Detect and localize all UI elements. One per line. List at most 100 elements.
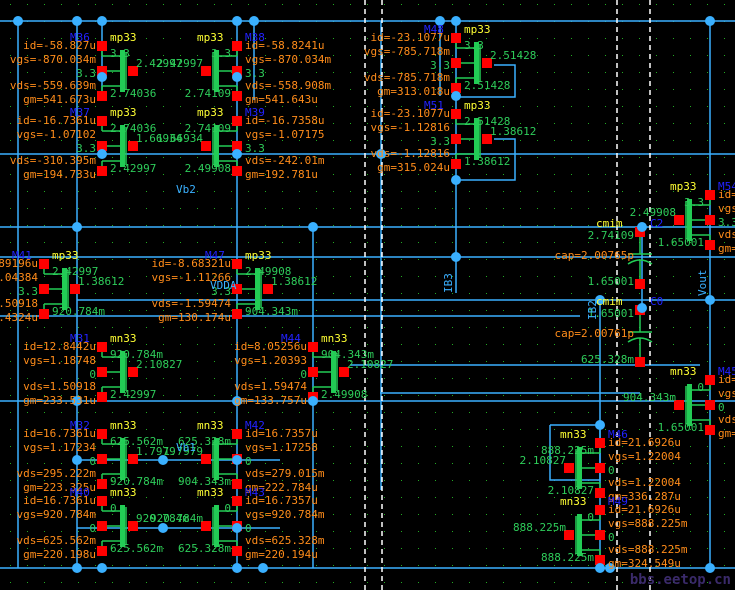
pin[interactable]: [39, 309, 49, 319]
pin[interactable]: [128, 367, 138, 377]
junction: [376, 149, 386, 159]
pin[interactable]: [564, 463, 574, 473]
pin[interactable]: [339, 367, 349, 377]
pin[interactable]: [97, 429, 107, 439]
pin[interactable]: [232, 479, 242, 489]
pin[interactable]: [674, 400, 684, 410]
pin[interactable]: [705, 190, 715, 200]
pin[interactable]: [595, 555, 605, 565]
instance-name: M51: [424, 99, 444, 112]
pin[interactable]: [39, 284, 49, 294]
pin[interactable]: [97, 496, 107, 506]
pin[interactable]: [201, 141, 211, 151]
pin[interactable]: [482, 58, 492, 68]
node-voltage: 2.10827: [519, 454, 566, 467]
cell-name: mn33: [560, 495, 587, 508]
junction: [232, 563, 242, 573]
transistor-M51[interactable]: [455, 114, 481, 164]
pin[interactable]: [128, 141, 138, 151]
pin[interactable]: [128, 521, 138, 531]
node-voltage: 2.49908: [321, 388, 368, 401]
node-voltage: 2.42997: [52, 265, 99, 278]
net-label-vb1: Vb1: [176, 441, 196, 454]
pin[interactable]: [201, 454, 211, 464]
pin[interactable]: [39, 259, 49, 269]
pin[interactable]: [232, 41, 242, 51]
pin[interactable]: [232, 116, 242, 126]
pin[interactable]: [595, 463, 605, 473]
pin[interactable]: [232, 166, 242, 176]
pin[interactable]: [201, 66, 211, 76]
pin[interactable]: [97, 546, 107, 556]
pin[interactable]: [232, 259, 242, 269]
pin[interactable]: [232, 496, 242, 506]
node-voltage: 2.74036: [110, 122, 157, 135]
pin[interactable]: [232, 429, 242, 439]
pin[interactable]: [705, 215, 715, 225]
pin[interactable]: [595, 530, 605, 540]
pin[interactable]: [451, 33, 461, 43]
pin[interactable]: [308, 367, 318, 377]
junction: [72, 563, 82, 573]
pin[interactable]: [232, 284, 242, 294]
instance-name: M43: [245, 486, 265, 499]
node-voltage: 920.784m: [52, 305, 105, 318]
pin[interactable]: [482, 134, 492, 144]
cell-name: mn33: [197, 486, 224, 499]
pin[interactable]: [232, 309, 242, 319]
pin[interactable]: [263, 284, 273, 294]
pin[interactable]: [595, 488, 605, 498]
pin[interactable]: [97, 367, 107, 377]
cell-name: mn33: [670, 365, 697, 378]
pin[interactable]: [97, 166, 107, 176]
pin[interactable]: [97, 141, 107, 151]
pin[interactable]: [564, 530, 574, 540]
pin[interactable]: [705, 425, 715, 435]
pin[interactable]: [97, 66, 107, 76]
pin[interactable]: [705, 400, 715, 410]
transistor-M32[interactable]: [101, 434, 127, 484]
pin[interactable]: [201, 521, 211, 531]
pin[interactable]: [97, 479, 107, 489]
pin[interactable]: [97, 521, 107, 531]
pin[interactable]: [451, 159, 461, 169]
pin[interactable]: [635, 279, 645, 289]
pin[interactable]: [705, 375, 715, 385]
wire[interactable]: [549, 424, 601, 481]
pin[interactable]: [451, 109, 461, 119]
pin[interactable]: [128, 66, 138, 76]
pin[interactable]: [70, 284, 80, 294]
pin[interactable]: [97, 91, 107, 101]
pin[interactable]: [97, 392, 107, 402]
pin[interactable]: [674, 215, 684, 225]
pin[interactable]: [595, 505, 605, 515]
pin[interactable]: [97, 41, 107, 51]
pin[interactable]: [595, 438, 605, 448]
pin[interactable]: [232, 91, 242, 101]
node-voltage: 0: [110, 502, 117, 515]
pin[interactable]: [635, 357, 645, 367]
pin[interactable]: [705, 240, 715, 250]
node-voltage: 1.66934: [156, 132, 203, 145]
pin[interactable]: [451, 134, 461, 144]
cell-name: mp33: [110, 106, 137, 119]
pin[interactable]: [451, 58, 461, 68]
pin[interactable]: [451, 83, 461, 93]
pin[interactable]: [232, 66, 242, 76]
pin[interactable]: [232, 546, 242, 556]
pin[interactable]: [128, 454, 138, 464]
wire[interactable]: [456, 64, 516, 98]
wire[interactable]: [456, 138, 516, 181]
pin[interactable]: [97, 342, 107, 352]
pin[interactable]: [97, 454, 107, 464]
pin[interactable]: [308, 342, 318, 352]
junction: [249, 16, 259, 26]
pin[interactable]: [232, 141, 242, 151]
junction: [72, 16, 82, 26]
pin[interactable]: [97, 116, 107, 126]
param-vgs: vgs=1.22004: [608, 450, 681, 463]
pin[interactable]: [635, 227, 645, 237]
transistor-M40[interactable]: [101, 501, 127, 551]
